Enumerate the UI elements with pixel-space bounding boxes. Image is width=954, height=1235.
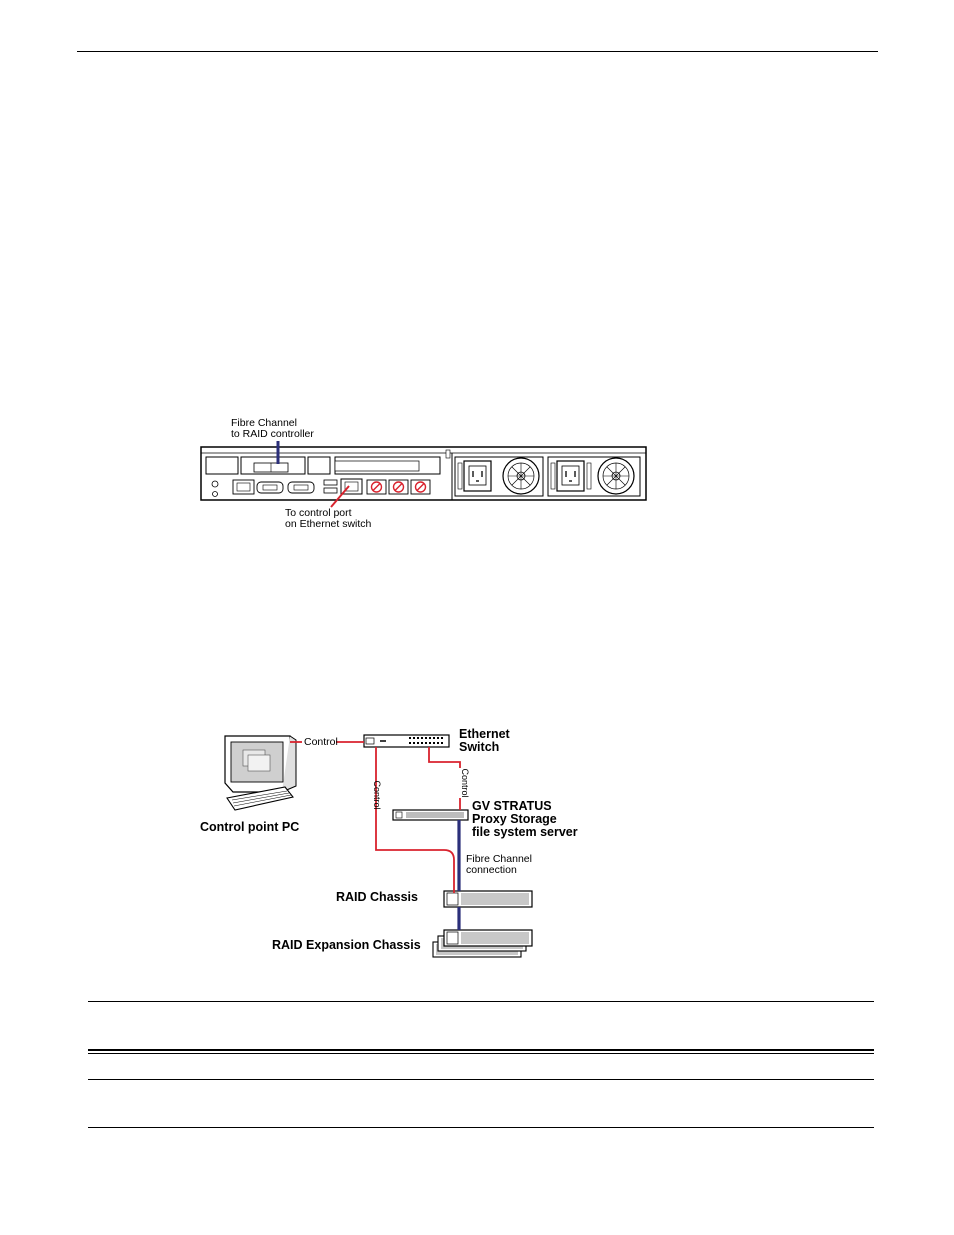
fibre-channel-connection-label: Fibre Channel connection bbox=[466, 853, 532, 876]
server-label: GV STRATUS Proxy Storage file system ser… bbox=[472, 799, 578, 839]
control-label-left: Control bbox=[372, 780, 382, 809]
fibre-channel-label: Fibre Channel to RAID controller bbox=[231, 417, 314, 440]
network-diagram: Control Control Control Ethernet Switch … bbox=[190, 720, 610, 970]
raid-expansion-chassis-label: RAID Expansion Chassis bbox=[272, 938, 421, 952]
control-cables bbox=[290, 741, 461, 893]
table-header-rule-2 bbox=[88, 1053, 874, 1054]
raid-expansion-chassis-icon bbox=[432, 929, 533, 958]
table-top-rule bbox=[88, 1001, 874, 1002]
control-port-label: To control port on Ethernet switch bbox=[285, 507, 372, 530]
table-row-rule bbox=[88, 1079, 874, 1080]
table-bottom-rule bbox=[88, 1127, 874, 1128]
control-cable bbox=[330, 485, 350, 508]
table-header-rule bbox=[88, 1049, 874, 1051]
raid-chassis-icon bbox=[443, 890, 533, 908]
rear-panel-diagram: Fibre Channel to RAID controller To cont… bbox=[190, 410, 660, 535]
control-label-top: Control bbox=[304, 736, 338, 748]
server-rear-panel bbox=[200, 441, 647, 508]
ethernet-switch-label: Ethernet Switch bbox=[459, 727, 510, 754]
control-point-pc-label: Control point PC bbox=[200, 820, 300, 834]
header-rule bbox=[77, 51, 878, 52]
pc-monitor-icon bbox=[224, 735, 297, 811]
control-label-right: Control bbox=[460, 768, 470, 797]
raid-chassis-label: RAID Chassis bbox=[336, 890, 418, 904]
network-diagram-drawing: Control Control bbox=[224, 734, 533, 958]
ethernet-switch-icon bbox=[363, 734, 450, 748]
proxy-storage-server-icon bbox=[392, 809, 469, 821]
